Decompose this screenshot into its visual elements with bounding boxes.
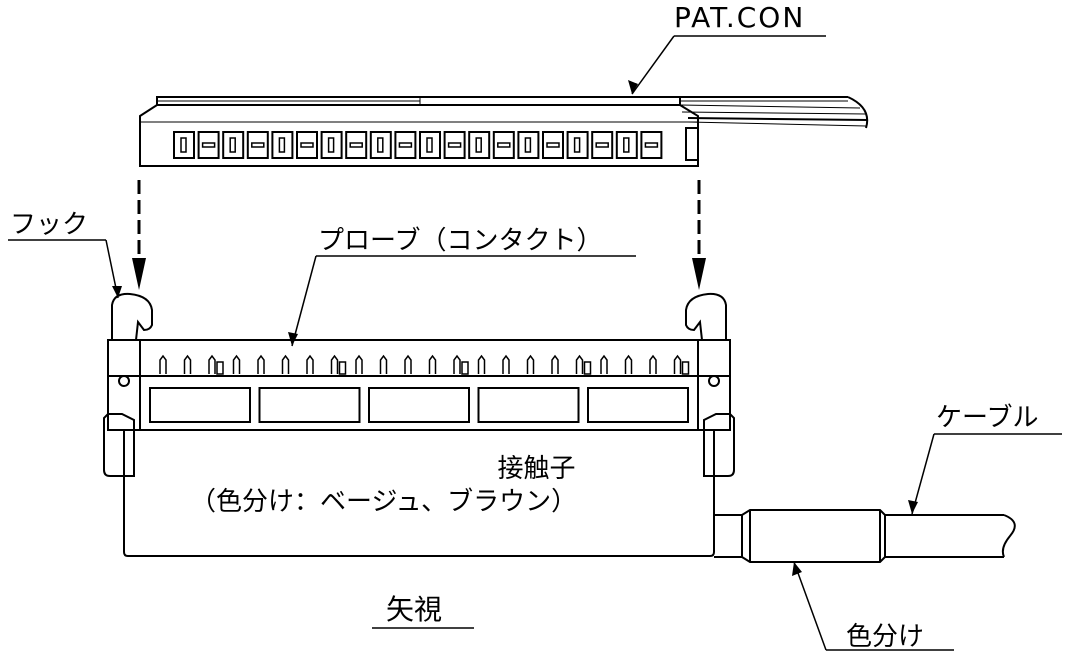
probe-pin — [379, 354, 388, 374]
probe-pin — [649, 354, 657, 374]
probe-pin — [306, 354, 314, 374]
pat-con-slot — [320, 131, 343, 159]
pat-con-slot — [296, 131, 318, 159]
contact-window — [587, 387, 689, 423]
probe-pin — [208, 354, 216, 374]
pat-con-plug — [139, 96, 699, 167]
pat-con-slot — [419, 131, 441, 159]
probe-pin — [404, 354, 412, 374]
pat-con-slot — [640, 131, 663, 159]
probe-pin — [232, 354, 241, 374]
latch-right — [703, 413, 735, 477]
contact-windows — [149, 387, 689, 423]
probe-label: プローブ（コンタクト） — [318, 226, 603, 256]
probe-pin — [257, 354, 265, 374]
probe-pin — [281, 354, 290, 374]
probe-pin — [600, 354, 608, 374]
pat-con-slot — [271, 131, 294, 159]
pat-con-slot — [443, 131, 466, 159]
contact-colour-label: （色分け：ベージュ、ブラウン） — [190, 487, 578, 517]
pat-con-slot — [591, 131, 614, 159]
pat-con-slot — [222, 131, 245, 159]
pat-con-slot — [369, 131, 392, 159]
cable-label: ケーブル — [936, 403, 1039, 433]
probe-pin — [453, 354, 461, 374]
view-label: 矢視 — [386, 593, 443, 626]
probe-pin — [159, 354, 167, 374]
pat-con-slot — [197, 131, 220, 159]
pat-con-slots — [173, 131, 663, 159]
probe-pin — [673, 354, 682, 374]
probe-pin — [526, 354, 535, 374]
pat-con-label: PAT.CON — [674, 1, 806, 34]
pat-con-slot — [517, 131, 540, 159]
pat-con-slot — [615, 131, 638, 159]
pat-con-slot — [542, 131, 564, 159]
socket-connector — [103, 292, 735, 557]
latch-left — [103, 413, 135, 477]
round-cable — [714, 509, 1016, 563]
probe-pin — [330, 354, 339, 374]
hook-label: フック — [10, 210, 89, 240]
hook-left — [111, 292, 153, 341]
cable-break — [1001, 514, 1016, 558]
probe-pin — [183, 354, 192, 374]
hook-right — [685, 292, 727, 341]
probe-pins — [159, 354, 690, 375]
contact-window — [477, 387, 580, 423]
pat-con-slot — [468, 131, 491, 159]
contact-window — [368, 387, 470, 423]
leader-lines — [8, 35, 1062, 651]
probe-pin — [355, 354, 363, 374]
pat-con-slot — [173, 131, 195, 159]
probe-pin — [502, 354, 510, 374]
probe-pin — [624, 354, 633, 374]
housing-window-band — [107, 375, 731, 431]
pat-con-slot — [394, 131, 417, 159]
pat-con-slot — [492, 131, 515, 159]
probe-pin — [575, 354, 584, 374]
colour-coding-label: 色分け — [846, 622, 925, 652]
pat-con-slot — [345, 131, 368, 159]
contact-window — [258, 387, 361, 423]
pat-con-end-block — [685, 127, 699, 161]
socket-body — [123, 430, 715, 557]
pat-con-slot — [246, 131, 269, 159]
probe-pin — [428, 354, 437, 374]
contact-label: 接触子 — [497, 454, 576, 484]
pat-con-body — [139, 104, 699, 167]
insertion-arrowhead-right — [692, 258, 706, 290]
contact-window — [149, 387, 251, 423]
insertion-arrowhead-left — [132, 258, 146, 290]
ribbon-cable — [679, 96, 869, 129]
pat-con-slot — [566, 131, 589, 159]
probe-pin — [551, 354, 559, 374]
probe-pin — [477, 354, 486, 374]
housing-top-band — [107, 339, 731, 377]
